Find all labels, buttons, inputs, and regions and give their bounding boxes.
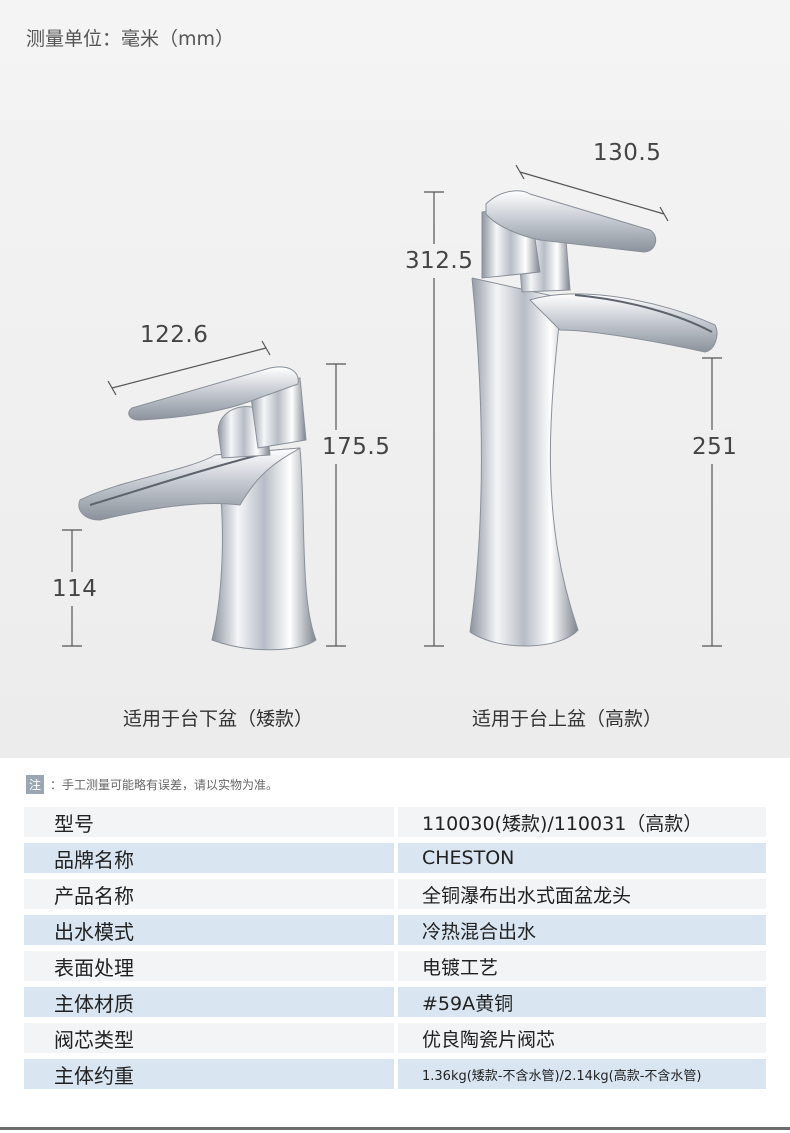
short-spout-height-label: 114: [52, 576, 98, 602]
spec-row: 型号 110030(矮款)/110031（高款）: [24, 807, 766, 837]
spec-row: 主体材质 #59A黄铜: [24, 987, 766, 1017]
spec-key: 主体约重: [24, 1059, 394, 1089]
short-height-label: 175.5: [322, 434, 391, 460]
spec-value: 110030(矮款)/110031（高款）: [398, 807, 766, 837]
spec-table: 型号 110030(矮款)/110031（高款） 品牌名称 CHESTON 产品…: [24, 807, 766, 1095]
spec-key: 主体材质: [24, 987, 394, 1017]
spec-row: 阀芯类型 优良陶瓷片阀芯: [24, 1023, 766, 1053]
note-badge: 注: [26, 775, 45, 794]
spec-value: CHESTON: [398, 843, 766, 873]
tall-faucet-caption: 适用于台上盆（高款）: [472, 708, 663, 730]
spec-row: 出水模式 冷热混合出水: [24, 915, 766, 945]
tall-width-label: 130.5: [593, 140, 662, 166]
short-faucet-image: [78, 366, 317, 651]
spec-row: 主体约重 1.36kg(矮款-不含水管)/2.14kg(高款-不含水管): [24, 1059, 766, 1089]
spec-key: 型号: [24, 807, 394, 837]
spec-value: 1.36kg(矮款-不含水管)/2.14kg(高款-不含水管): [398, 1059, 766, 1089]
spec-value: #59A黄铜: [398, 987, 766, 1017]
spec-value: 优良陶瓷片阀芯: [398, 1023, 766, 1053]
spec-key: 品牌名称: [24, 843, 394, 873]
spec-key: 出水模式: [24, 915, 394, 945]
spec-row: 产品名称 全铜瀑布出水式面盆龙头: [24, 879, 766, 909]
spec-value: 全铜瀑布出水式面盆龙头: [398, 879, 766, 909]
spec-value: 电镀工艺: [398, 951, 766, 981]
note-text: ：手工测量可能略有误差，请以实物为准。: [50, 778, 279, 792]
product-diagram-panel: [0, 0, 790, 758]
short-width-label: 122.6: [140, 322, 209, 348]
spec-key: 阀芯类型: [24, 1023, 394, 1053]
measurement-note: 注 ：手工测量可能略有误差，请以实物为准。: [26, 775, 278, 794]
tall-height-label: 312.5: [405, 248, 474, 274]
spec-value: 冷热混合出水: [398, 915, 766, 945]
short-faucet-caption: 适用于台下盆（矮款）: [123, 708, 314, 730]
bottom-divider: [0, 1127, 790, 1130]
spec-key: 产品名称: [24, 879, 394, 909]
tall-faucet-image: [469, 190, 718, 647]
tall-spout-height-label: 251: [692, 434, 738, 460]
spec-row: 表面处理 电镀工艺: [24, 951, 766, 981]
spec-key: 表面处理: [24, 951, 394, 981]
spec-row: 品牌名称 CHESTON: [24, 843, 766, 873]
unit-label: 测量单位：毫米（mm）: [26, 28, 235, 50]
faucet-dimension-diagram: [46, 164, 740, 651]
